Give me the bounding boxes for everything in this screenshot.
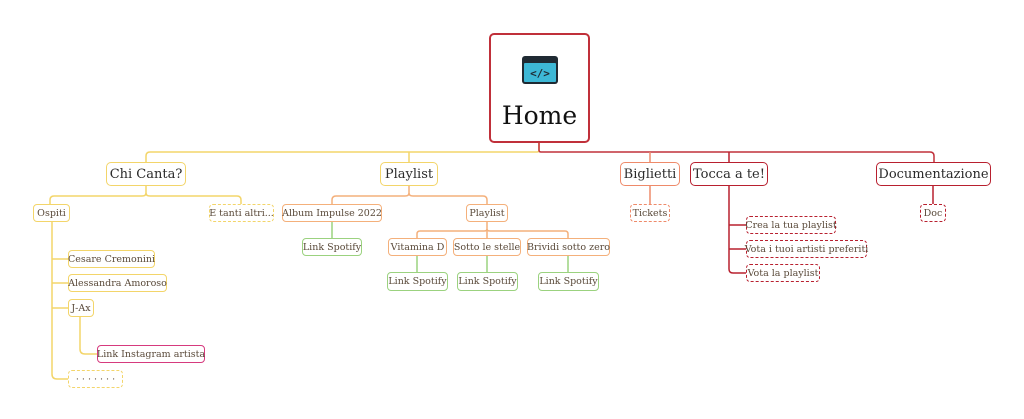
code-window-icon: </> (522, 56, 558, 84)
node-playlist[interactable]: Playlist (380, 162, 438, 186)
node-chi-canta[interactable]: Chi Canta? (106, 162, 186, 186)
node-biglietti[interactable]: Biglietti (620, 162, 680, 186)
node-vota-la-playlist[interactable]: Vota la playlist (746, 264, 820, 282)
node-ospiti-more[interactable]: · · · · · · · (68, 370, 123, 388)
node-vitamina-d-link-spotify[interactable]: Link Spotify (387, 272, 448, 291)
node-brividi-link-spotify[interactable]: Link Spotify (538, 272, 599, 291)
node-sotto-le-stelle-link-spotify[interactable]: Link Spotify (457, 272, 518, 291)
node-song-brividi-sotto-zero[interactable]: Brividi sotto zero (527, 238, 610, 256)
node-album-impulse-2022[interactable]: Album Impulse 2022 (282, 204, 382, 222)
node-link-instagram-artista[interactable]: Link Instagram artista (97, 345, 205, 363)
node-ospite-cesare-cremonini[interactable]: Cesare Cremonini (68, 250, 155, 268)
node-tickets[interactable]: Tickets (630, 204, 670, 222)
root-node-home[interactable]: </> Home (489, 33, 590, 143)
node-ospiti[interactable]: Ospiti (33, 204, 70, 222)
node-ospite-alessandra-amoroso[interactable]: Alessandra Amoroso (68, 274, 167, 292)
root-label: Home (501, 101, 578, 130)
node-playlist-sub[interactable]: Playlist (466, 204, 508, 222)
node-vota-artisti-preferiti[interactable]: Vota i tuoi artisti preferiti (745, 240, 868, 258)
svg-text:</>: </> (530, 67, 550, 80)
node-doc[interactable]: Doc (920, 204, 946, 222)
node-ospite-j-ax[interactable]: J-Ax (68, 299, 94, 317)
node-crea-la-tua-playlist[interactable]: Crea la tua playlist (745, 216, 837, 234)
node-song-sotto-le-stelle[interactable]: Sotto le stelle (453, 238, 521, 256)
node-album-link-spotify[interactable]: Link Spotify (302, 238, 362, 256)
node-e-tanti-altri[interactable]: E tanti altri... (209, 204, 274, 222)
node-documentazione[interactable]: Documentazione (876, 162, 991, 186)
node-song-vitamina-d[interactable]: Vitamina D (388, 238, 447, 256)
node-tocca-a-te[interactable]: Tocca a te! (690, 162, 768, 186)
